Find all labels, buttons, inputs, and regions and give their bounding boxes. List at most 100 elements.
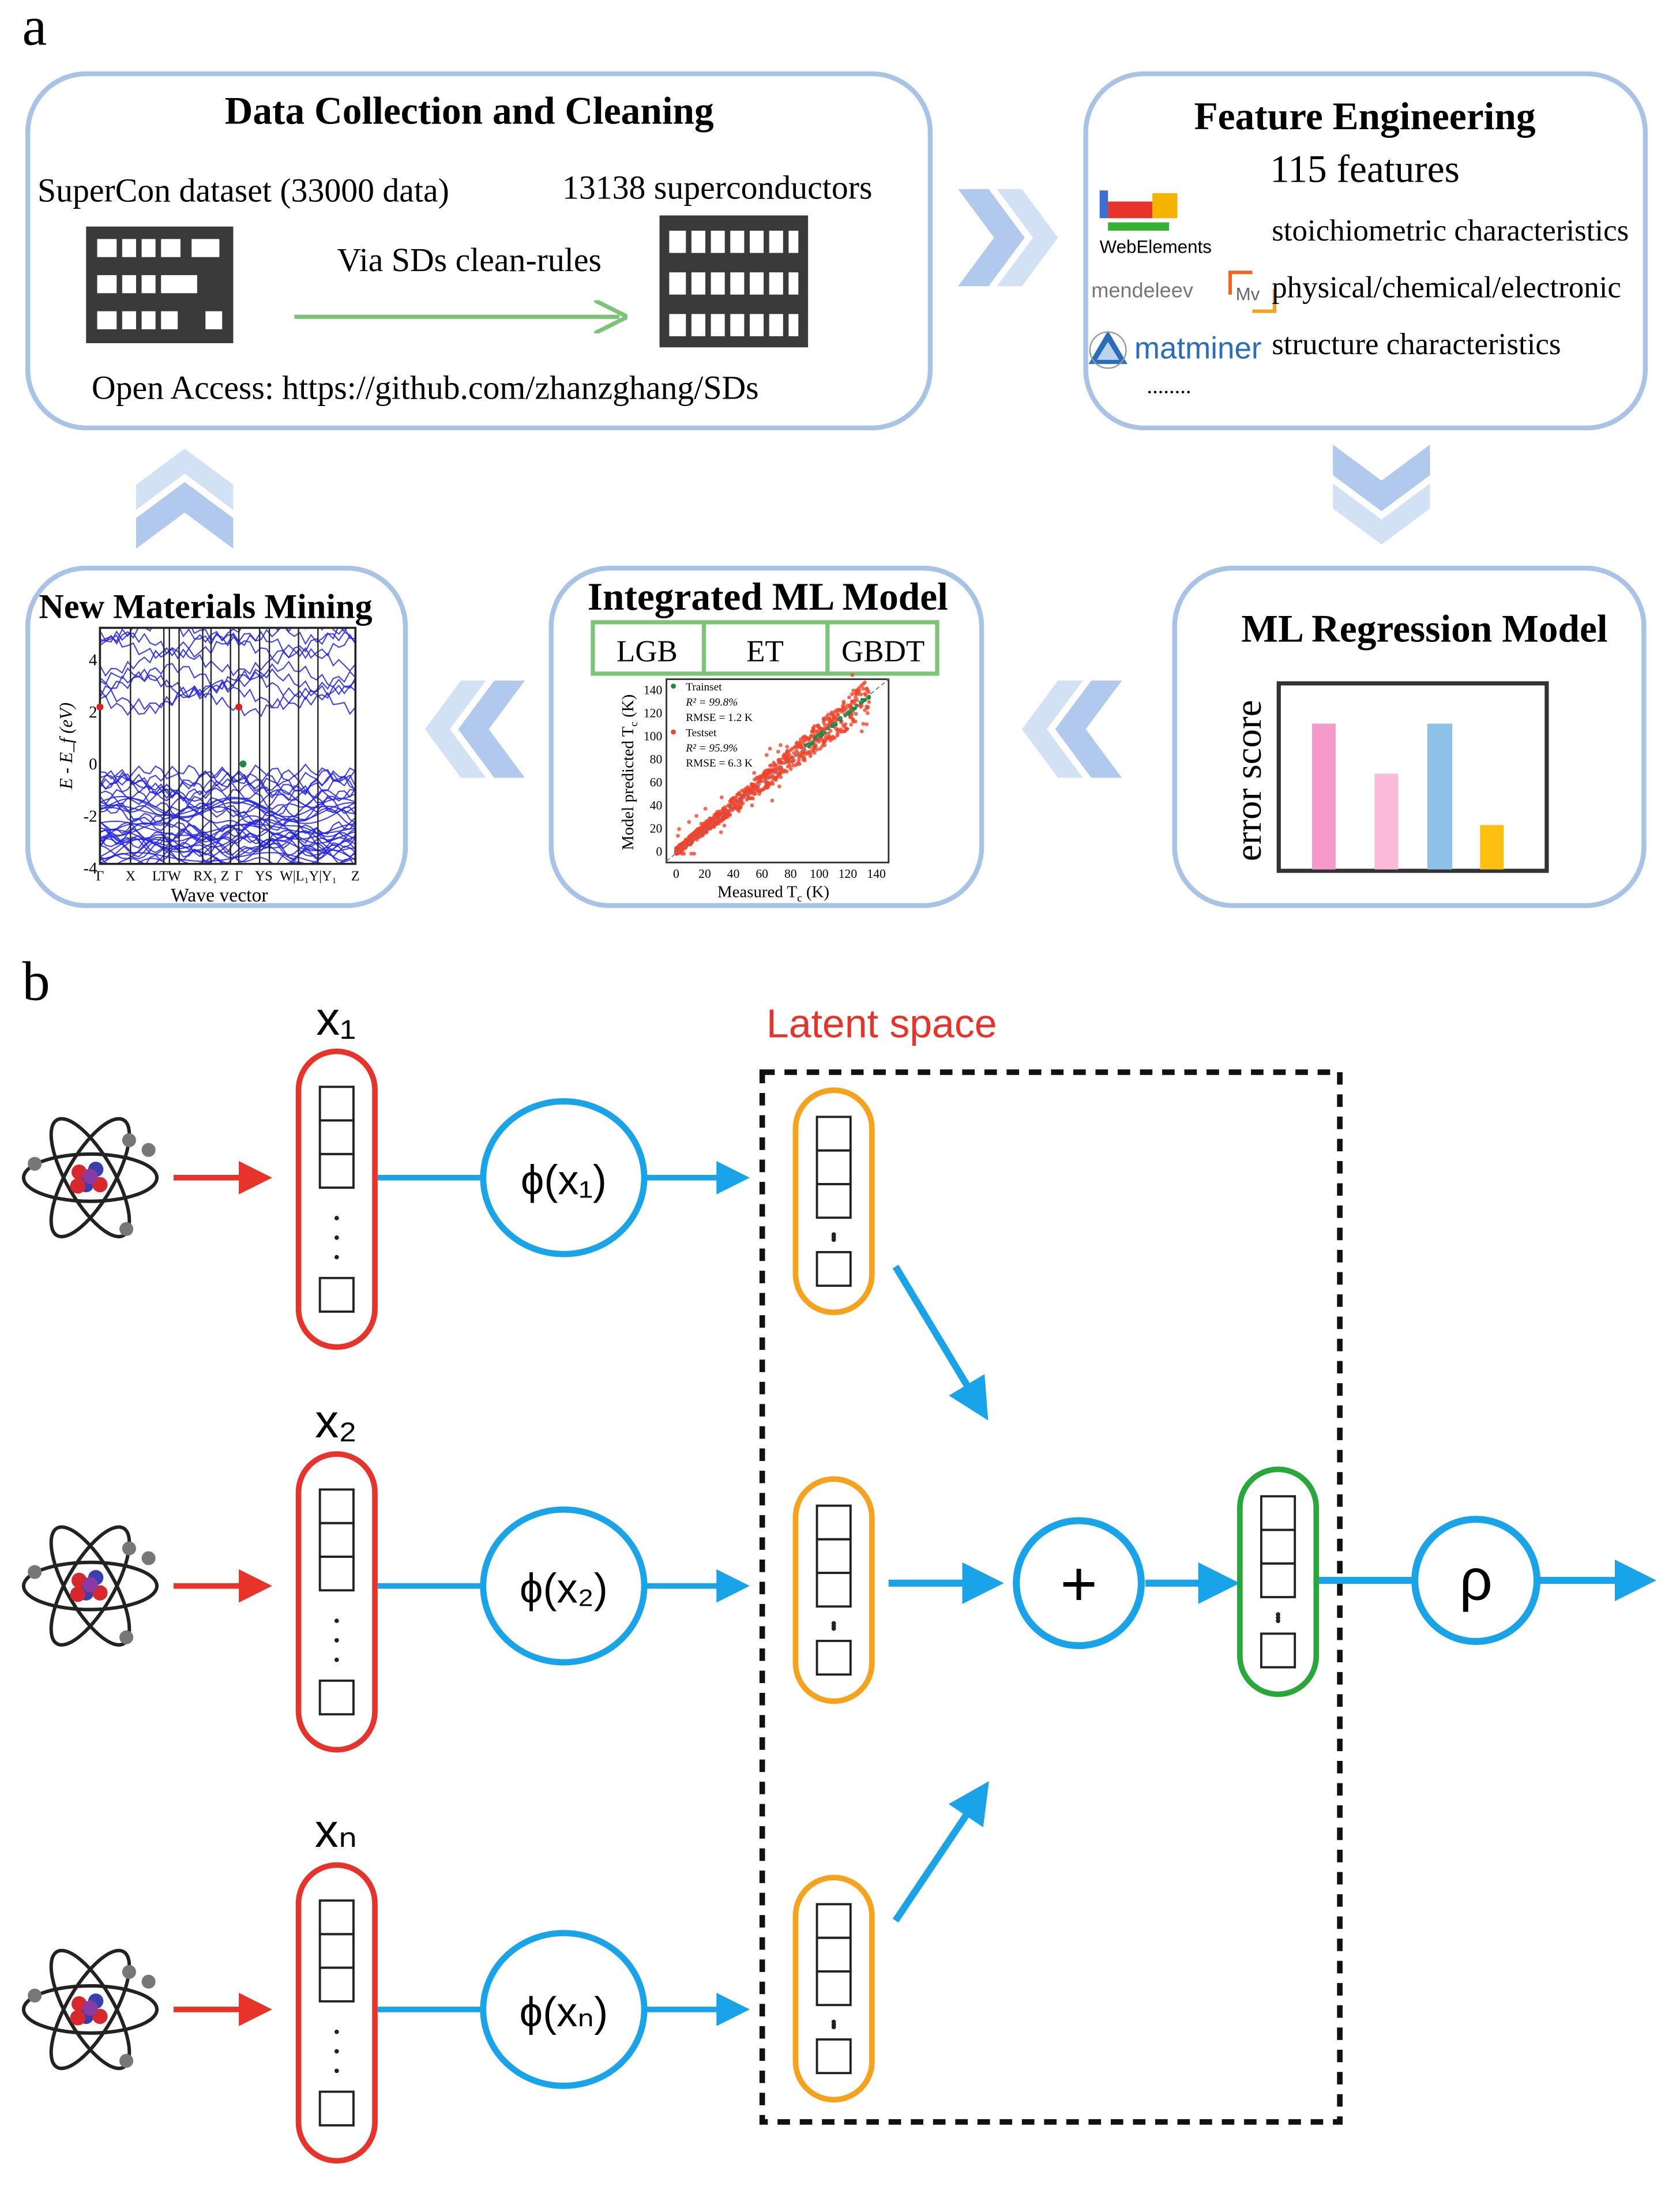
error-bar-3 (1427, 723, 1453, 870)
legend-train-rmse: RMSE = 1.2 K (686, 712, 753, 724)
ml-regression-title: ML Regression Model (1241, 607, 1607, 651)
y-tick-label: 60 (650, 775, 663, 789)
x-tick-label: 100 (810, 867, 828, 881)
aggregated-vector (1237, 1466, 1320, 1697)
phi-label: ϕ(x₁) (521, 1158, 607, 1204)
integrated-model-title: Integrated ML Model (588, 575, 948, 618)
data-collection-box: Data Collection and Cleaning SuperCon da… (25, 71, 933, 431)
model-lgb: LGB (617, 634, 678, 668)
atom-icon (21, 1948, 159, 2071)
chevron-down-icon (1333, 444, 1430, 545)
parity-xlabel: Measured Tc (K) (717, 883, 829, 904)
chevron-left-icon (1021, 680, 1122, 778)
mendeleev-mv-logo: Mv (1228, 271, 1277, 313)
parity-ylabel: Model predicted Tc (K) (619, 694, 640, 850)
chevron-left-icon (424, 680, 525, 778)
y-tick-label: 20 (650, 821, 663, 835)
band-y-tick: -4 (83, 859, 97, 878)
input-label: x₂ (315, 1395, 357, 1448)
open-access-link[interactable]: Open Access: https://github.com/zhanzgha… (92, 370, 759, 406)
matminer-logo (1088, 330, 1127, 369)
rho-symbol: ρ (1459, 1548, 1493, 1613)
physical-chemical-label: physical/chemical/electronic (1272, 271, 1621, 305)
x-tick-label: 0 (673, 867, 679, 881)
y-tick-label: 140 (644, 683, 662, 697)
materials-mining-title: New Materials Mining (39, 588, 372, 626)
band-y-tick: 4 (89, 651, 97, 670)
phi-label: ϕ(x₂) (520, 1566, 608, 1612)
input-row-3: xₙ ϕ(xₙ) (21, 1805, 875, 2164)
panel-label-b: b (22, 951, 50, 1012)
band-y-tick: 0 (89, 755, 97, 773)
y-tick-label: 40 (650, 798, 663, 812)
stoichiometric-label: stoichiometric characteristics (1272, 214, 1629, 247)
plus-icon: + (1060, 1548, 1098, 1619)
legend-trainset: Trainset (686, 681, 722, 693)
kpoint-label: Z (221, 869, 230, 884)
webelements-logo (1099, 190, 1178, 231)
merge-arrow-n (892, 1781, 989, 1923)
mendeleev-label: mendeleev (1091, 279, 1193, 302)
ml-regression-box: ML Regression Model error score (1172, 565, 1647, 908)
x-tick-label: 40 (727, 867, 740, 881)
chevron-up-icon (136, 448, 234, 549)
model-et: ET (746, 634, 784, 668)
x-tick-label: 20 (698, 867, 711, 881)
atom-icon (21, 1525, 159, 1647)
phi-encoder-node (480, 1098, 648, 1257)
latent-vector (792, 1476, 875, 1704)
band-y-tick: -2 (83, 807, 97, 825)
input-vector (295, 1862, 378, 2164)
legend-testset: Testset (686, 727, 717, 739)
supercon-dataset-label: SuperCon dataset (33000 data) (37, 172, 449, 209)
input-vector (295, 1048, 378, 1350)
raw-database-icon (86, 226, 234, 343)
superconductors-count-label: 13138 superconductors (562, 170, 872, 206)
matminer-label: matminer (1134, 331, 1262, 365)
band-ylabel: E - E_f (eV) (56, 703, 76, 790)
feature-engineering-title: Feature Engineering (1194, 95, 1535, 138)
y-tick-label: 100 (644, 730, 662, 743)
kpoint-label: LTW (152, 869, 181, 884)
input-row-1: x₁ ϕ(x₁) (21, 993, 875, 1350)
legend-test-rmse: RMSE = 6.3 K (686, 757, 753, 769)
input-row-2: x₂ ϕ(x₂) (21, 1395, 875, 1753)
integrated-model-box: Integrated ML Model LGB ET GBDT 0 20 40 60 8… (548, 565, 984, 908)
data-collection-title: Data Collection and Cleaning (225, 89, 714, 133)
y-tick-label: 80 (650, 752, 663, 766)
sum-node: + (1013, 1517, 1145, 1650)
band-y-tick: 2 (89, 703, 97, 722)
y-tick-label: 0 (656, 844, 663, 858)
feature-count: 115 features (1270, 148, 1460, 191)
kpoint-label: Γ (235, 869, 243, 884)
legend-test-r2: R² = 95.9% (685, 742, 738, 754)
atom-icon (21, 1117, 159, 1239)
svg-text:Mv: Mv (1236, 284, 1260, 304)
latent-space-label: Latent space (766, 1001, 997, 1046)
more-ellipsis: ........ (1147, 374, 1192, 399)
latent-space-region (759, 1069, 1343, 2125)
input-label: xₙ (315, 1805, 358, 1857)
latent-vector (792, 1875, 875, 2103)
kpoint-label: Z (351, 869, 360, 884)
y-tick-label: 120 (644, 707, 662, 720)
webelements-label: WebElements (1100, 236, 1212, 257)
clean-rules-label: Via SDs clean-rules (337, 242, 602, 279)
structure-label: structure characteristics (1272, 328, 1561, 361)
input-label: x₁ (316, 993, 356, 1045)
x-tick-label: 80 (784, 867, 797, 881)
phi-encoder-node (480, 1506, 648, 1666)
legend-train-r2: R² = 99.8% (685, 696, 738, 708)
clean-database-icon (659, 215, 809, 348)
phi-encoder-node (480, 1930, 648, 2089)
model-gbdt: GBDT (841, 634, 924, 668)
latent-vector (792, 1087, 875, 1316)
kpoint-label: X (126, 869, 136, 884)
phi-label: ϕ(xₙ) (520, 1989, 608, 2035)
kpoint-label: RX₁ (193, 869, 217, 884)
kpoint-label: W|L₁Y|Y₁ (280, 869, 337, 884)
